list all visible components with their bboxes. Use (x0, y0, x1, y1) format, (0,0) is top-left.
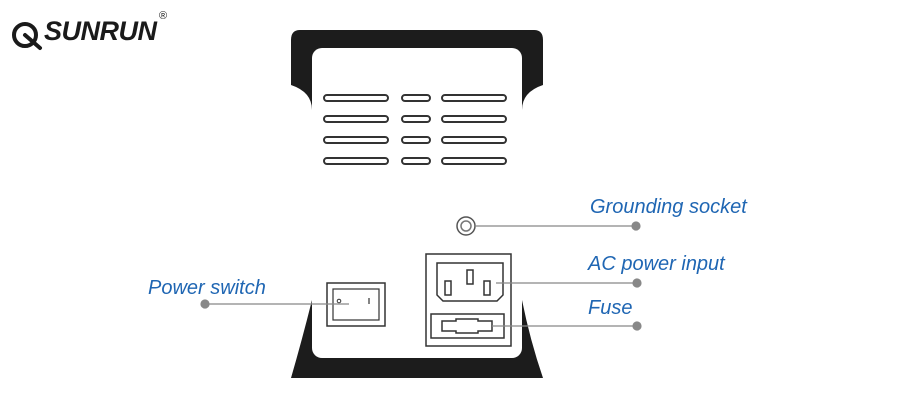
vent-slots (323, 94, 507, 165)
vent-slot (441, 94, 507, 102)
vent-slot (401, 115, 431, 123)
registered-mark: ® (159, 10, 168, 22)
leader-lines (200, 221, 642, 331)
inlet-pin (444, 280, 452, 296)
callout-ac-power-input: AC power input (588, 253, 725, 275)
ac-module (425, 253, 512, 347)
vent-slot (441, 115, 507, 123)
grounding-socket (456, 216, 476, 236)
fuse-slot (441, 318, 493, 334)
inlet-pin (466, 269, 474, 285)
vent-slot (401, 157, 431, 165)
vent-slot (441, 157, 507, 165)
callout-power-switch: Power switch (148, 277, 266, 299)
callout-grounding-socket: Grounding socket (590, 196, 747, 218)
vent-slot (401, 94, 431, 102)
callout-fuse: Fuse (588, 297, 633, 319)
brand-logo-icon (12, 22, 42, 50)
switch-off-mark (336, 298, 342, 304)
vent-slot (323, 94, 389, 102)
vent-slot (323, 136, 389, 144)
vent-slot (441, 136, 507, 144)
vent-slot (323, 157, 389, 165)
vent-slot (323, 115, 389, 123)
brand-name: SUNRUN (44, 16, 157, 46)
vent-slot (401, 136, 431, 144)
inlet-pin (483, 280, 491, 296)
